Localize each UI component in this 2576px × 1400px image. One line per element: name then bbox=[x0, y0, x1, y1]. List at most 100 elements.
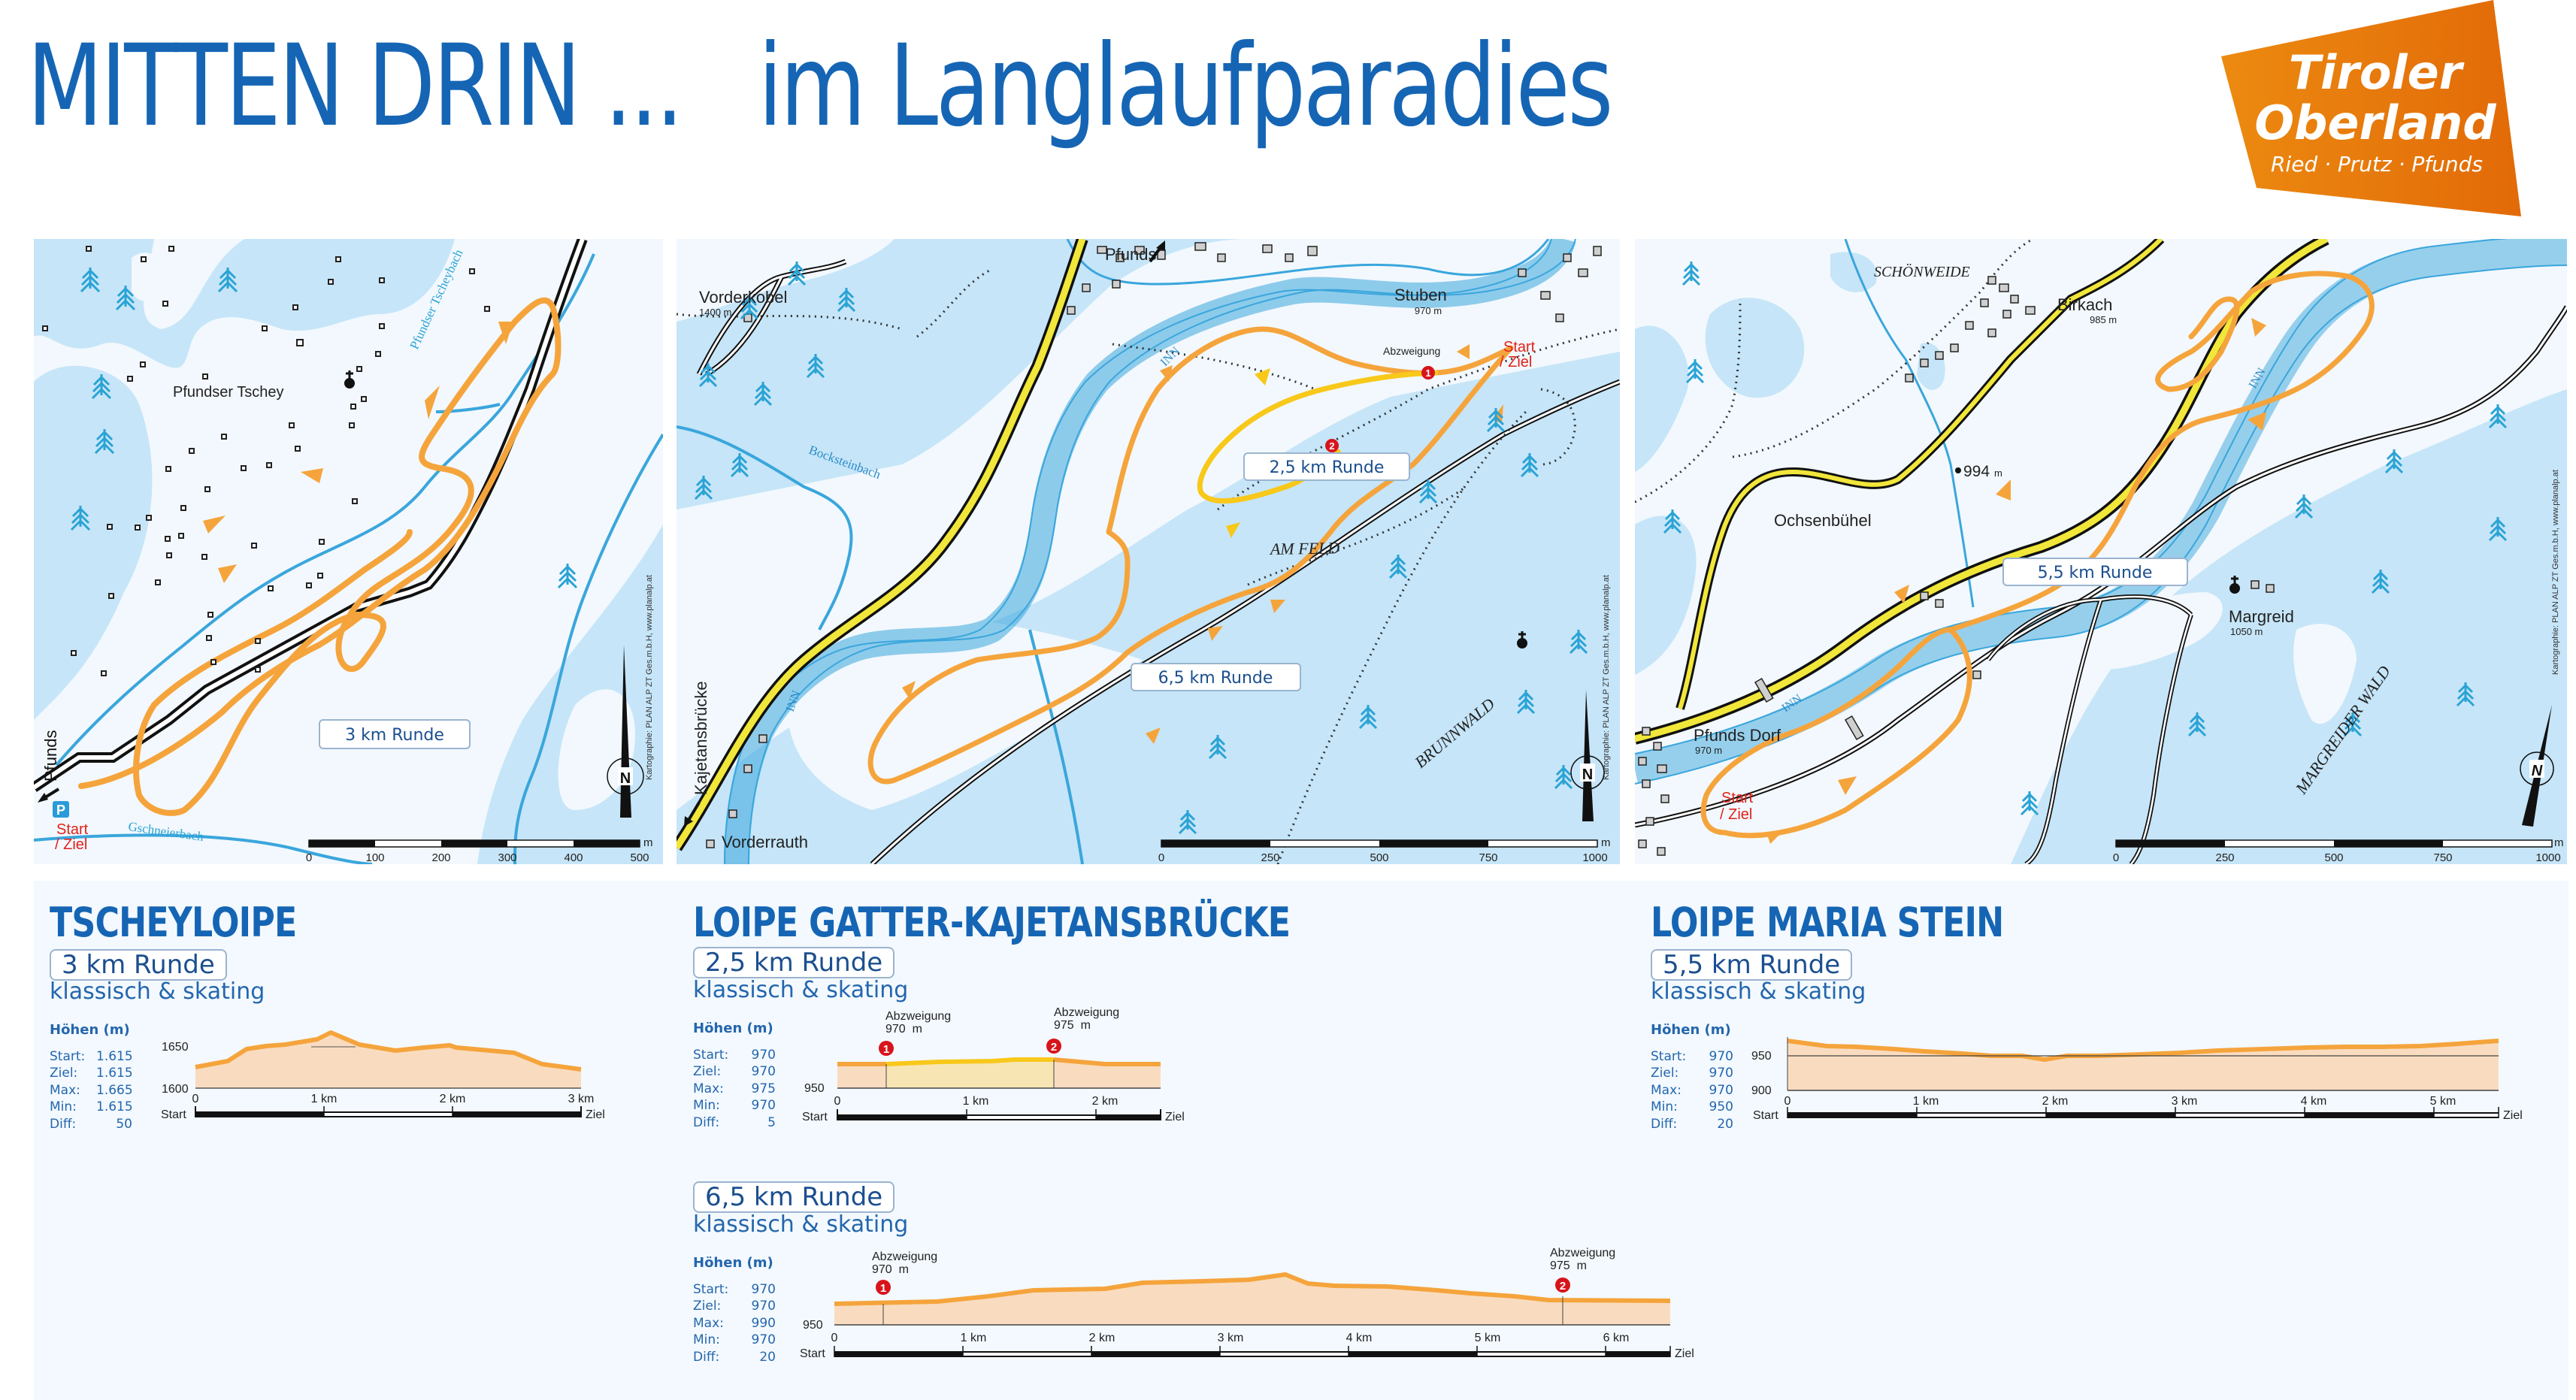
junction-marker-2: 2 bbox=[1046, 1039, 1061, 1054]
svg-text:2 km: 2 km bbox=[2042, 1095, 2069, 1108]
runde-label-box bbox=[1131, 663, 1301, 691]
start-label: Start bbox=[56, 821, 89, 838]
svg-text:250: 250 bbox=[1261, 851, 1279, 864]
svg-text:1 km: 1 km bbox=[311, 1093, 338, 1105]
svg-text:1: 1 bbox=[883, 1043, 889, 1056]
svg-text:Start: Start bbox=[802, 1111, 828, 1123]
svg-text:6,5 km Runde: 6,5 km Runde bbox=[1158, 669, 1273, 688]
runde-badge: 2,5 km Runde bbox=[693, 947, 895, 978]
direction-arrow-icon bbox=[218, 564, 237, 583]
junction-label: Abzweigung bbox=[1383, 345, 1440, 357]
place-label: Ochsenbühel bbox=[1774, 511, 1872, 530]
north-arrow-icon: N bbox=[2520, 705, 2554, 827]
credit-label: Kartographie: PLAN ALP ZT Ges.m.b.H, www… bbox=[645, 575, 654, 780]
svg-text:200: 200 bbox=[431, 851, 450, 864]
building-icons bbox=[706, 242, 1602, 848]
map-scale-bar: 0 100 200 300 400 500 m bbox=[306, 836, 653, 864]
svg-text:0: 0 bbox=[2113, 851, 2119, 864]
elevation-profile-3km: 1650 1600 0 1 km 2 km 3 km Start Ziel bbox=[161, 1030, 605, 1121]
svg-text:970 m: 970 m bbox=[1415, 305, 1442, 316]
valley-area bbox=[677, 239, 1620, 810]
svg-text:250: 250 bbox=[2215, 851, 2234, 864]
trail-3km[interactable] bbox=[78, 297, 562, 816]
tree-icon bbox=[70, 268, 578, 589]
map-gatter-kajetansbruecke[interactable]: 1 2 bbox=[677, 239, 1620, 864]
style-label: klassisch & skating bbox=[1651, 978, 1866, 1005]
parking-icon bbox=[53, 801, 69, 818]
svg-text:5,5 km Runde: 5,5 km Runde bbox=[2038, 564, 2153, 582]
svg-text:950: 950 bbox=[1751, 1050, 1772, 1063]
direction-arrow-icon bbox=[1457, 344, 1470, 359]
svg-text:2 km: 2 km bbox=[440, 1093, 466, 1105]
credit-label: Kartographie: PLAN ALP ZT Ges.m.b.H, www… bbox=[1602, 575, 1611, 780]
svg-text:750: 750 bbox=[2433, 851, 2452, 864]
svg-text:1050 m: 1050 m bbox=[2230, 626, 2263, 637]
svg-text:0: 0 bbox=[192, 1093, 199, 1105]
direction-label: Pfunds bbox=[1105, 245, 1157, 264]
direction-arrow-icon bbox=[301, 468, 323, 483]
junction-marker-1: 1 bbox=[879, 1041, 894, 1056]
trail-5-5km[interactable] bbox=[1700, 627, 1972, 839]
svg-text:1600: 1600 bbox=[162, 1083, 189, 1096]
place-label: Pfunds Dorf bbox=[1694, 726, 1781, 745]
map-tscheyloipe[interactable]: Pfundser Tschey Pfundser Tscheybach Gsch… bbox=[34, 239, 663, 864]
svg-text:0: 0 bbox=[1158, 851, 1164, 864]
svg-text:5 km: 5 km bbox=[2430, 1095, 2456, 1108]
elevation-stats: Höhen (m) Start:1.615 Ziel:1.615 Max:1.6… bbox=[50, 1022, 133, 1132]
svg-text:0: 0 bbox=[306, 851, 312, 864]
forest-area bbox=[2011, 389, 2567, 864]
svg-text:Abzweigung: Abzweigung bbox=[1550, 1247, 1615, 1259]
elevation-stats: Höhen (m) Start:970 Ziel:970 Max:990 Min… bbox=[693, 1255, 776, 1365]
river-inn bbox=[1635, 239, 2567, 784]
ziel-label: / Ziel bbox=[1500, 354, 1532, 370]
building-icons bbox=[42, 246, 490, 676]
svg-text:P: P bbox=[56, 803, 65, 818]
runde-badge: 5,5 km Runde bbox=[1651, 949, 1853, 981]
trail-2-5km[interactable] bbox=[1197, 370, 1439, 504]
svg-text:4 km: 4 km bbox=[2301, 1095, 2327, 1108]
svg-text:2: 2 bbox=[1051, 1041, 1057, 1054]
stream-gschneierbach bbox=[34, 833, 373, 864]
place-label: Stuben bbox=[1394, 286, 1447, 304]
svg-text:Ziel: Ziel bbox=[1675, 1347, 1694, 1360]
place-label: Pfundser Tschey bbox=[173, 384, 284, 401]
church-icon bbox=[2229, 576, 2240, 594]
svg-text:Start: Start bbox=[800, 1347, 825, 1360]
direction-label: Kajetansbrücke bbox=[692, 681, 710, 795]
elevation-profile-2-5km: 1 2 Abzweigung 970 m Abzweigung 975 m 95… bbox=[802, 1007, 1185, 1123]
svg-text:2,5 km Runde: 2,5 km Runde bbox=[1270, 458, 1385, 477]
svg-text:1 km: 1 km bbox=[963, 1095, 989, 1108]
trail-title-maria-stein: LOIPE MARIA STEIN bbox=[1651, 899, 2004, 946]
svg-text:1000: 1000 bbox=[1582, 851, 1607, 864]
map-scale-bar: 0 250 500 750 1000 m bbox=[2113, 836, 2564, 864]
runde-badge: 6,5 km Runde bbox=[693, 1181, 895, 1213]
style-label: klassisch & skating bbox=[693, 1211, 909, 1238]
svg-text:2 km: 2 km bbox=[1092, 1095, 1118, 1108]
svg-text:0: 0 bbox=[1784, 1095, 1791, 1108]
place-label: Margreid bbox=[2229, 607, 2294, 626]
svg-text:3 km: 3 km bbox=[2172, 1095, 2198, 1108]
trail-title-tscheyloipe: TSCHEYLOIPE bbox=[50, 899, 297, 946]
svg-text:4 km: 4 km bbox=[1346, 1332, 1373, 1344]
svg-text:1000: 1000 bbox=[2535, 851, 2560, 864]
svg-text:2 km: 2 km bbox=[1089, 1332, 1115, 1344]
svg-text:2: 2 bbox=[1560, 1280, 1566, 1293]
page-title: MITTEN DRIN ... im Langlaufparadies bbox=[27, 30, 1613, 143]
svg-text:500: 500 bbox=[630, 851, 649, 864]
elevation-stats: Höhen (m) Start:970 Ziel:970 Max:975 Min… bbox=[693, 1021, 776, 1130]
svg-text:Ziel: Ziel bbox=[2503, 1109, 2523, 1122]
svg-text:1 km: 1 km bbox=[961, 1332, 987, 1344]
svg-text:Tiroler: Tiroler bbox=[2289, 45, 2465, 100]
ziel-label: / Ziel bbox=[55, 836, 87, 853]
map-maria-stein[interactable]: SCHÖNWEIDE Birkach 985 m 994 m Ochsenbüh… bbox=[1635, 239, 2567, 864]
style-label: klassisch & skating bbox=[693, 977, 909, 1003]
svg-text:Abzweigung: Abzweigung bbox=[1054, 1007, 1119, 1019]
junction-marker-1: 1 bbox=[1421, 366, 1435, 379]
svg-text:750: 750 bbox=[1479, 851, 1497, 864]
svg-text:3 km: 3 km bbox=[568, 1093, 595, 1105]
start-label: Start bbox=[1721, 790, 1754, 806]
svg-text:5 km: 5 km bbox=[1475, 1332, 1501, 1344]
svg-text:900: 900 bbox=[1751, 1084, 1772, 1097]
svg-text:3 km: 3 km bbox=[1218, 1332, 1244, 1344]
svg-text:N: N bbox=[620, 770, 631, 787]
